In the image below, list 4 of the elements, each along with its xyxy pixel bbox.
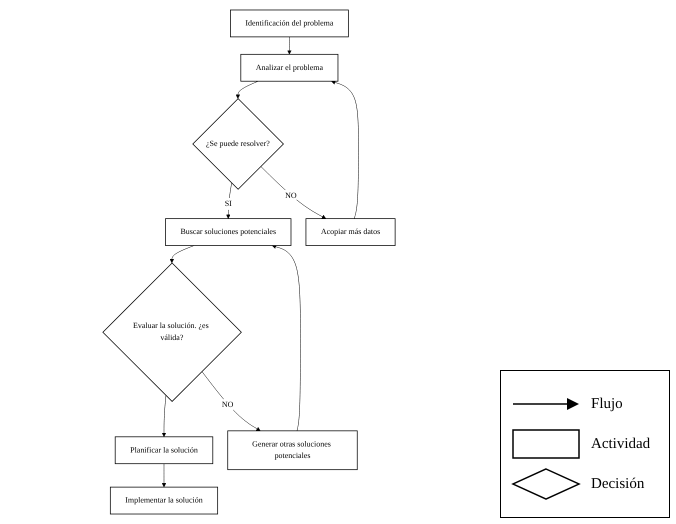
legend-label: Decisión	[591, 476, 644, 492]
legend-label: Actividad	[591, 436, 650, 452]
arrow	[331, 80, 359, 219]
legend-label: Flujo	[591, 396, 623, 412]
